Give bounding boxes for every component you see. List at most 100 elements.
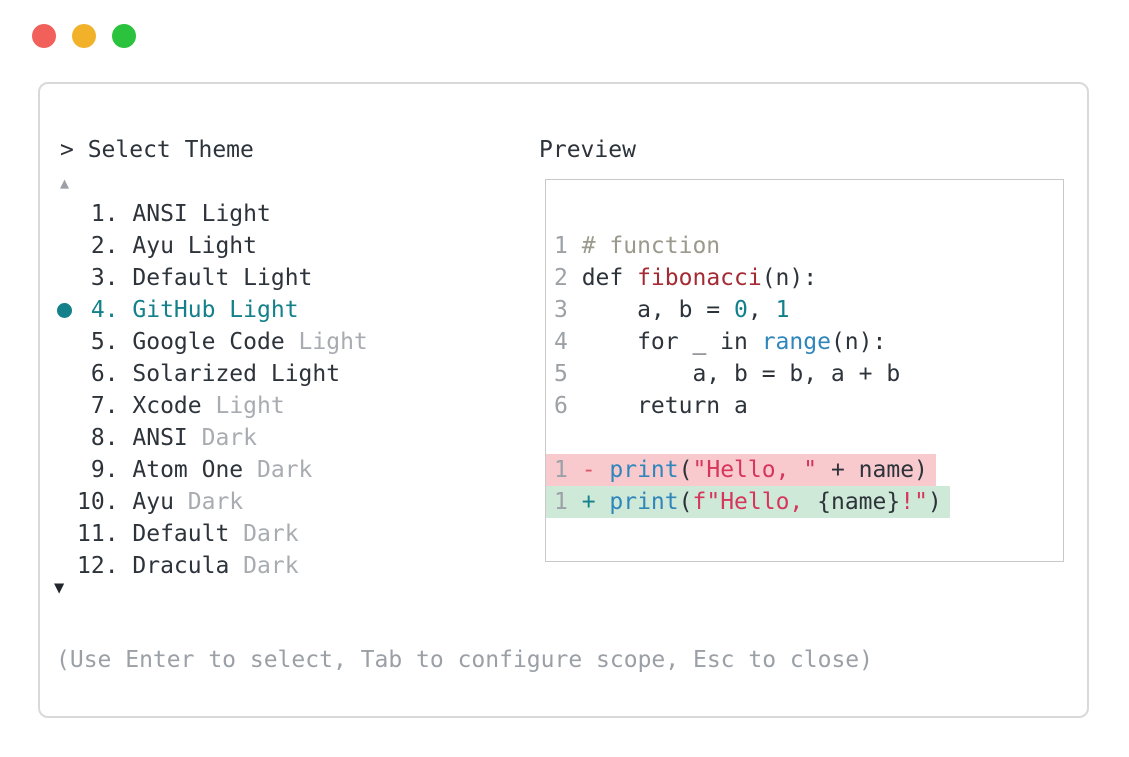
theme-picker-panel: > Select Theme Preview ▲ 1. ANSI Light 2. A… bbox=[38, 82, 1089, 718]
theme-item-ayu[interactable]: 10. Ayu Dark bbox=[52, 486, 368, 518]
code-token: a, b = bbox=[581, 297, 735, 323]
code-token: range bbox=[761, 329, 831, 355]
code-line: 3 a, b = 0, 1 bbox=[546, 294, 797, 326]
minimize-button[interactable] bbox=[72, 24, 96, 48]
code-line: 5 a, b = b, a + b bbox=[546, 358, 908, 390]
theme-item-xcode[interactable]: 7. Xcode Light bbox=[52, 390, 368, 422]
theme-item-github-light[interactable]: 4. GitHub Light bbox=[52, 294, 368, 326]
code-token: def bbox=[581, 265, 638, 291]
hint-text: (Use Enter to select, Tab to configure s… bbox=[56, 647, 873, 673]
bullet-placeholder bbox=[52, 358, 77, 390]
code-token: a, b = b, a + b bbox=[581, 361, 901, 387]
line-number: 1 bbox=[554, 233, 568, 259]
code-line: 6 return a bbox=[546, 390, 756, 422]
theme-item-label: Dracula bbox=[132, 553, 230, 579]
theme-item-variant-label: Dark bbox=[243, 553, 299, 579]
theme-item-number: 9. bbox=[90, 457, 119, 483]
line-number: 1 bbox=[554, 457, 568, 483]
code-token: for _ in bbox=[581, 329, 762, 355]
code-token: !" bbox=[900, 489, 928, 515]
theme-item-ansi-light[interactable]: 1. ANSI Light bbox=[52, 198, 368, 230]
theme-item-label: GitHub Light bbox=[132, 297, 299, 323]
code-token: print bbox=[609, 457, 679, 483]
bullet-placeholder bbox=[52, 454, 77, 486]
theme-item-number: 11. bbox=[77, 521, 119, 547]
diff-added-line: 1+ print(f"Hello, {name}!") bbox=[546, 486, 950, 518]
bullet-placeholder bbox=[52, 390, 77, 422]
zoom-button[interactable] bbox=[112, 24, 136, 48]
code-token: (n): bbox=[830, 329, 887, 355]
theme-item-number: 5. bbox=[90, 329, 119, 355]
line-number: 3 bbox=[554, 297, 568, 323]
theme-item-atom-one[interactable]: 9. Atom One Dark bbox=[52, 454, 368, 486]
code-token: + name) bbox=[817, 457, 928, 483]
theme-item-label: Xcode bbox=[132, 393, 202, 419]
theme-list: 1. ANSI Light 2. Ayu Light 3. Default Light 4.… bbox=[52, 198, 368, 582]
line-number: 5 bbox=[554, 361, 568, 387]
window-controls bbox=[32, 24, 136, 48]
line-number: 4 bbox=[554, 329, 568, 355]
close-button[interactable] bbox=[32, 24, 56, 48]
theme-item-solarized-light[interactable]: 6.Solarized Light bbox=[52, 358, 368, 390]
code-token: return a bbox=[581, 393, 748, 419]
code-line: 4 for _ in range(n): bbox=[546, 326, 894, 358]
theme-item-label: Solarized Light bbox=[132, 361, 341, 387]
code-token: 1 bbox=[775, 297, 790, 323]
theme-item-number: 7. bbox=[90, 393, 119, 419]
preview-title: Preview bbox=[539, 137, 636, 163]
theme-item-variant-label: Dark bbox=[201, 425, 257, 451]
bullet-placeholder bbox=[52, 262, 77, 294]
code-token: print bbox=[609, 489, 679, 515]
theme-item-variant-label: Light bbox=[215, 393, 285, 419]
theme-item-google-code[interactable]: 5. Google Code Light bbox=[52, 326, 368, 358]
code-token: ) bbox=[927, 489, 942, 515]
theme-item-number: 3. bbox=[90, 265, 119, 291]
theme-item-label: Default Light bbox=[132, 265, 313, 291]
theme-item-default-light[interactable]: 3. Default Light bbox=[52, 262, 368, 294]
theme-item-label: Ayu bbox=[132, 489, 174, 515]
theme-item-number: 2. bbox=[90, 233, 119, 259]
theme-item-label: Ayu Light bbox=[132, 233, 257, 259]
theme-item-number: 10. bbox=[77, 489, 119, 515]
scroll-up-indicator[interactable]: ▲ bbox=[60, 174, 70, 192]
picker-title: > Select Theme bbox=[60, 137, 254, 163]
code-token: {name} bbox=[817, 489, 901, 515]
theme-item-ayu-light[interactable]: 2. Ayu Light bbox=[52, 230, 368, 262]
theme-item-variant-label: Dark bbox=[243, 521, 299, 547]
code-token: - bbox=[581, 457, 610, 483]
code-line: 1 # function bbox=[546, 230, 728, 262]
bullet-placeholder bbox=[52, 518, 77, 550]
code-token: (n): bbox=[761, 265, 818, 291]
theme-item-number: 1. bbox=[90, 201, 119, 227]
theme-item-number: 4. bbox=[90, 297, 119, 323]
bullet-placeholder bbox=[52, 422, 77, 454]
theme-item-variant-label: Light bbox=[298, 329, 368, 355]
theme-item-label: Atom One bbox=[132, 457, 244, 483]
code-token: , bbox=[747, 297, 776, 323]
line-number: 1 bbox=[554, 489, 568, 515]
code-token: fibonacci bbox=[637, 265, 762, 291]
theme-item-variant-label: Dark bbox=[257, 457, 313, 483]
selected-bullet-icon bbox=[52, 294, 77, 326]
diff-removed-line: 1- print("Hello, " + name) bbox=[546, 454, 936, 486]
bullet-placeholder bbox=[52, 326, 77, 358]
code-line: 2 def fibonacci(n): bbox=[546, 262, 825, 294]
code-token: ( bbox=[678, 489, 693, 515]
theme-item-variant-label: Dark bbox=[187, 489, 244, 515]
code-line bbox=[546, 422, 590, 454]
theme-item-label: Google Code bbox=[132, 329, 285, 355]
bullet-placeholder bbox=[52, 198, 77, 230]
theme-item-label: ANSI bbox=[132, 425, 188, 451]
code-token: # function bbox=[581, 233, 721, 259]
theme-item-label: ANSI Light bbox=[132, 201, 271, 227]
scroll-down-indicator[interactable]: ▼ bbox=[54, 578, 65, 598]
line-number: 2 bbox=[554, 265, 568, 291]
code-token: ( bbox=[678, 457, 693, 483]
bullet-placeholder bbox=[52, 230, 77, 262]
code-token: + bbox=[581, 489, 610, 515]
